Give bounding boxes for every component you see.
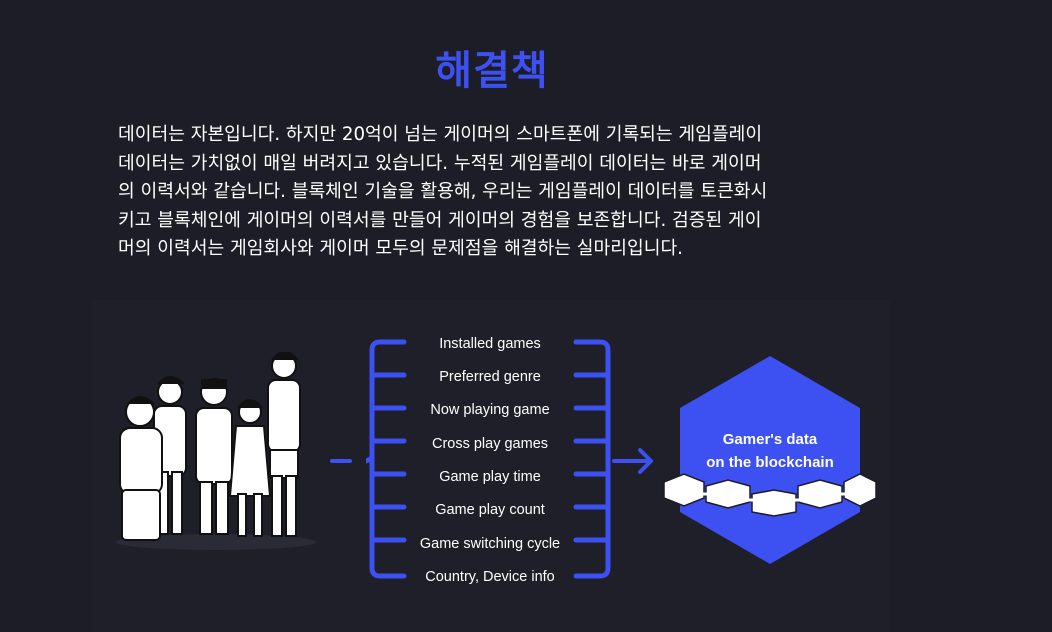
gamer-figure <box>119 396 163 541</box>
gamer-badge-text: GAMER <box>276 356 296 362</box>
description-line: 키고 블록체인에 게이머의 이력서를 만들어 게이머의 경험을 보존합니다. 검… <box>118 209 762 231</box>
data-item-country-device: Country, Device info <box>425 569 555 585</box>
gamer-figure <box>195 378 233 535</box>
data-item-preferred-genre: Preferred genre <box>439 369 541 385</box>
data-item-cross-play: Cross play games <box>431 436 549 452</box>
blockchain-chain-icon <box>663 473 877 517</box>
data-item-switching-cycle: Game switching cycle <box>419 536 561 552</box>
data-item-play-count: Game play count <box>435 502 545 518</box>
gamers-illustration: GAMER GAMER GAMER <box>116 352 316 550</box>
gamer-figure <box>228 399 272 537</box>
blockchain-label-line1: Gamer's data <box>722 431 818 448</box>
blockchain-label: Gamer's data on the blockchain <box>680 428 860 474</box>
data-item-now-playing: Now playing game <box>430 402 550 418</box>
data-brackets <box>366 339 611 579</box>
data-item-installed-games: Installed games <box>439 336 541 352</box>
solution-description: 데이터는 자본입니다. 하지만 20억이 넘는 게이머의 스마트폰에 기록되는 … <box>118 121 878 264</box>
page-title: 해결책 <box>435 48 549 94</box>
gameplay-data-list: Installed games Preferred genre Now play… <box>366 334 614 585</box>
description-line: 데이터는 가치없이 매일 버려지고 있습니다. 누적된 게임플레이 데이터는 바… <box>118 152 762 174</box>
blockchain-hexagon <box>663 356 877 564</box>
arrow-right-icon <box>612 448 653 474</box>
blockchain-label-line2: on the blockchain <box>706 454 834 471</box>
gamer-badge-text: GAMER <box>132 400 152 406</box>
gamer-figure <box>267 352 301 537</box>
gamer-badge-text: GAMER <box>206 381 226 387</box>
data-item-play-time: Game play time <box>439 469 541 485</box>
description-line: 머의 이력서는 게임회사와 게이머 모두의 문제점을 해결하는 실마리입니다. <box>118 238 683 259</box>
description-line: 의 이력서와 같습니다. 블록체인 기술을 활용해, 우리는 게임플레이 데이터… <box>118 181 768 202</box>
description-line: 데이터는 자본입니다. 하지만 20억이 넘는 게이머의 스마트폰에 기록되는 … <box>118 124 763 145</box>
arrow-right-icon <box>330 459 352 463</box>
